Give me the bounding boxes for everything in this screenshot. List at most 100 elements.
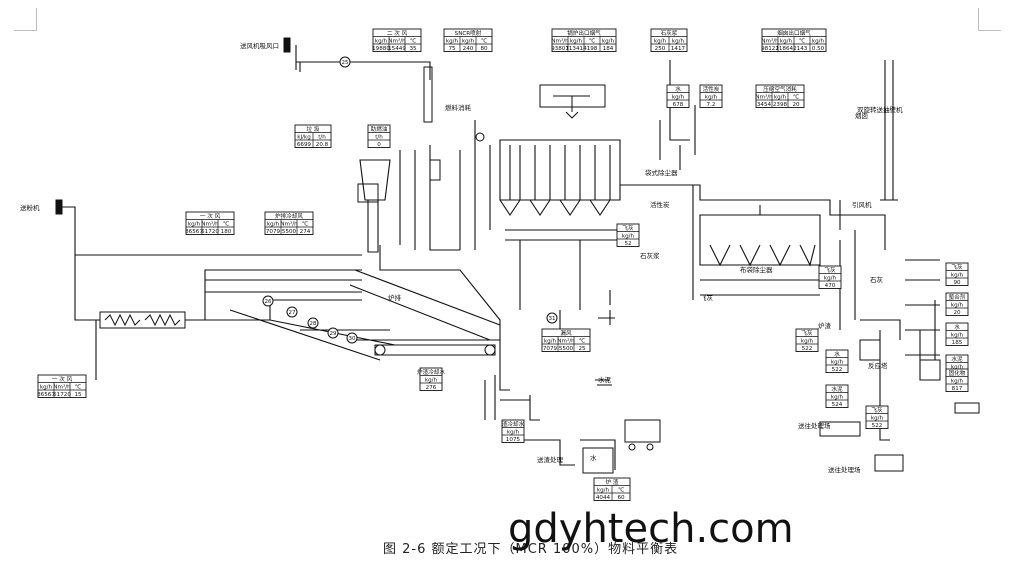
table-value: 522 xyxy=(832,367,843,373)
table-value: 0 xyxy=(377,142,381,148)
table-title: 漏风 xyxy=(560,329,572,337)
table-unit: kg/h xyxy=(831,359,844,365)
table-unit: kg/h xyxy=(544,338,557,344)
table-unit: kg/h xyxy=(375,38,388,44)
table-unit: Nm³/h xyxy=(557,337,575,344)
table-unit: kg/h xyxy=(446,38,459,44)
table-title: 垃 圾 xyxy=(307,125,320,133)
label-scr: 反应塔 xyxy=(868,361,888,370)
table-frame xyxy=(185,211,235,235)
table-title: 水 xyxy=(675,85,681,93)
stream-number-circle xyxy=(327,327,339,339)
table-frame xyxy=(795,328,819,352)
table-title: 水泥 xyxy=(831,385,843,393)
table-value: 20 xyxy=(953,310,961,316)
table-title: 飞灰 xyxy=(871,406,883,414)
table-unit: kg/h xyxy=(951,272,964,278)
table-value: 1075 xyxy=(506,437,521,443)
table-unit: ℃ xyxy=(799,37,805,44)
table-frame xyxy=(264,211,314,235)
table-value: 678 xyxy=(673,102,684,108)
table-unit: kg/h xyxy=(951,378,964,384)
table-unit: Nm³/h xyxy=(201,220,219,227)
table-unit: kg/h xyxy=(188,221,201,227)
table-unit: Nm³/h xyxy=(761,37,779,44)
table-value: 0.50 xyxy=(812,46,825,52)
table-unit: kg/h xyxy=(570,38,583,44)
table-title: 助燃油 xyxy=(371,125,388,133)
label-truck-out2: 送往处理场 xyxy=(828,465,861,474)
table-value: 86567 xyxy=(185,229,203,235)
table-value: 4044 xyxy=(596,495,611,501)
table-value: 113414 xyxy=(565,46,587,52)
data-table-t21: 水kg/h 522 xyxy=(825,349,849,373)
table-value: 35 xyxy=(409,46,417,52)
label-ash-to-treat: 送渣处理 xyxy=(537,455,564,464)
table-unit: ℃ xyxy=(481,37,487,44)
table-title: 渣冷却水 xyxy=(502,420,525,428)
stream-number: 31 xyxy=(549,316,556,322)
watermark: gdyhtech.com xyxy=(508,506,794,552)
table-title: 锅炉出口烟气 xyxy=(567,29,601,37)
table-title: 二 次 风 xyxy=(387,29,408,37)
table-value: 86567 xyxy=(37,392,55,398)
table-value: 276 xyxy=(426,385,437,391)
table-frame xyxy=(37,374,87,398)
label-dust-collector-in: 袋式除尘器 xyxy=(645,168,678,177)
table-unit: kg/h xyxy=(462,38,475,44)
table-unit: kg/h xyxy=(705,94,718,100)
table-title: SNCR喷射 xyxy=(455,29,482,37)
table-frame xyxy=(372,28,422,52)
table-unit: ℃ xyxy=(589,37,595,44)
table-frame xyxy=(825,349,849,373)
table-frame xyxy=(865,405,889,429)
label-lime: 石灰 xyxy=(870,275,884,284)
table-title: 水 xyxy=(834,350,840,358)
table-unit: ℃ xyxy=(223,220,229,227)
table-frame xyxy=(755,84,805,108)
table-value: 180 xyxy=(221,229,232,235)
table-unit: kg/h xyxy=(801,338,814,344)
table-frame xyxy=(419,367,443,391)
table-value: 60 xyxy=(617,495,625,501)
stream-number-circle xyxy=(346,332,358,344)
table-unit: Nm³/h xyxy=(551,37,569,44)
table-frame xyxy=(825,384,849,408)
table-value: 5500 xyxy=(559,346,574,352)
table-value: 817 xyxy=(952,386,963,392)
table-value: 524 xyxy=(832,402,843,408)
table-unit: kg/h xyxy=(507,429,520,435)
table-unit: kg/h xyxy=(622,233,635,239)
label-ash-out: 飞灰 xyxy=(700,293,714,302)
table-value: 522 xyxy=(802,346,813,352)
label-activated-carbon: 活性炭 xyxy=(650,200,670,209)
table-unit: kg/h xyxy=(824,275,837,281)
stream-number: 26 xyxy=(265,299,272,305)
table-value: 20 xyxy=(792,102,800,108)
table-value: 75 xyxy=(448,46,456,52)
table-title: 炉排冷却风 xyxy=(275,212,303,220)
table-unit: kg/h xyxy=(425,377,438,383)
table-title: 飞灰 xyxy=(622,224,634,232)
table-unit: kg/h xyxy=(951,302,964,308)
table-title: 飞灰 xyxy=(801,329,813,337)
table-title: 飞灰 xyxy=(951,263,963,271)
table-value: 19880 xyxy=(372,46,390,52)
label-reagent: 石灰浆 xyxy=(640,251,660,260)
table-frame xyxy=(443,28,493,52)
table-unit: kg/h xyxy=(774,94,787,100)
table-title: 烟囱出口烟气 xyxy=(777,29,811,37)
table-value: 6699 xyxy=(297,142,312,148)
